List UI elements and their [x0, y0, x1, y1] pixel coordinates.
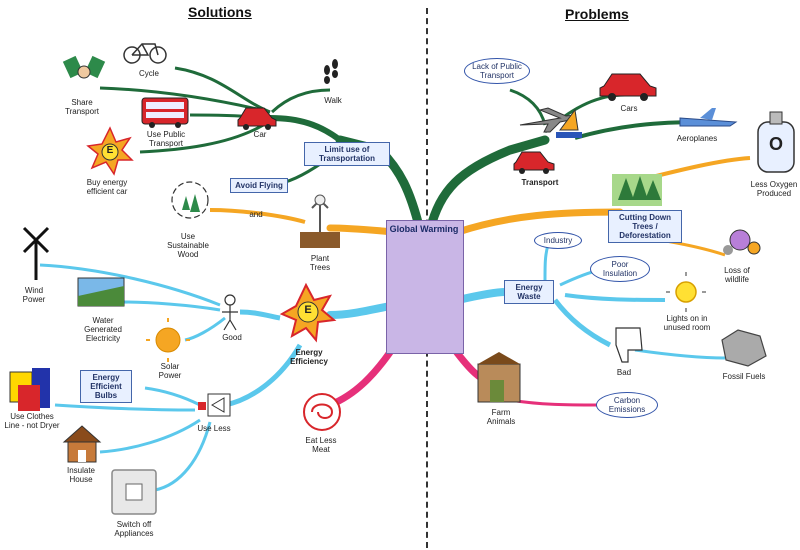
branch-fossil — [634, 348, 726, 360]
label-plant-trees: Plant Trees — [309, 254, 331, 272]
label-car: Car — [253, 130, 267, 139]
transport-car-icon — [513, 151, 555, 174]
label-farm-animals: Farm Animals — [486, 408, 516, 426]
label-wind-power: Wind Power — [22, 286, 46, 304]
label-aeroplanes: Aeroplanes — [676, 134, 718, 143]
branch-cycle — [174, 66, 271, 114]
house-icon — [62, 425, 102, 463]
label-use-less: Use Less — [197, 424, 231, 433]
aeroplane-icon — [679, 108, 738, 127]
label-buy-energy-efficient-car: Buy energy efficient car — [86, 178, 128, 196]
branch-water — [119, 300, 221, 312]
wind-turbine-icon — [22, 226, 50, 280]
label-transport: Transport — [521, 178, 559, 187]
box-cutting-down-trees: Cutting Down Trees / Deforestation — [608, 210, 682, 243]
light-switch-icon — [111, 469, 157, 515]
branch-wind — [39, 263, 221, 307]
energy-efficiency-burst-icon — [279, 282, 337, 343]
label-lights-on-unused-room: Lights on in unused room — [663, 314, 711, 332]
coal-rock-icon — [721, 329, 767, 367]
label-switch-off-appliances: Switch off Appliances — [114, 520, 154, 538]
branch-eat-less-meat — [326, 341, 399, 409]
central-node-title: Global Warming — [389, 224, 459, 234]
solutions-heading: Solutions — [188, 4, 252, 20]
label-cars: Cars — [620, 104, 638, 113]
plane-boat-icon — [519, 107, 582, 138]
label-loss-of-wildlife: Loss of wildlife — [724, 266, 750, 284]
label-insulate-house: Insulate House — [66, 466, 96, 484]
label-cycle: Cycle — [138, 69, 159, 78]
oval-carbon-emissions: Carbon Emissions — [596, 392, 658, 418]
branch-transport — [425, 135, 550, 235]
branch-bad — [553, 298, 612, 348]
bicycle-icon — [123, 43, 167, 64]
label-eat-less-meat: Eat Less Meat — [305, 436, 337, 454]
forest-icon — [612, 174, 662, 206]
animal-icon — [723, 229, 761, 255]
dam-icon — [77, 277, 125, 307]
branch-energy-waste — [454, 288, 509, 304]
red-car-icon — [599, 73, 657, 101]
plug-icon — [198, 393, 231, 417]
clothes-icon — [9, 368, 50, 411]
branch-clothes — [54, 403, 196, 412]
label-use-clothes-line: Use Clothes Line - not Dryer — [4, 412, 60, 430]
thumbs-up-person-icon — [222, 294, 238, 331]
label-share-transport: Share Transport — [65, 98, 99, 116]
box-avoid-flying: Avoid Flying — [230, 178, 288, 193]
label-good: Good — [222, 333, 242, 342]
label-bad: Bad — [616, 368, 632, 377]
label-less-oxygen-produced: Less Oxygen Produced — [750, 180, 798, 198]
lightbulb-icon — [666, 272, 706, 312]
branch-good — [239, 309, 281, 321]
thumbs-down-icon — [615, 327, 643, 363]
problems-heading: Problems — [565, 6, 629, 22]
label-use-sustainable-wood: Use Sustainable Wood — [167, 232, 209, 259]
oval-lack-public-transport: Lack of Public Transport — [464, 58, 530, 84]
branch-energy-car — [139, 122, 266, 154]
central-node — [386, 220, 464, 354]
label-fossil-fuels: Fossil Fuels — [722, 372, 766, 381]
branch-use-less — [224, 343, 303, 408]
branch-deforestation — [454, 208, 624, 236]
oval-poor-insulation: Poor Insulation — [590, 256, 650, 282]
label-solar-power: Solar Power — [158, 362, 182, 380]
handshake-icon — [62, 55, 106, 79]
footprints-icon — [324, 59, 338, 84]
box-limit-transportation: Limit use of Transportation — [304, 142, 390, 166]
label-walk: Walk — [324, 96, 342, 105]
sun-icon — [146, 318, 190, 362]
oxygen-symbol: O — [768, 134, 783, 154]
branch-sustainable-wood — [209, 208, 306, 224]
label-use-public-transport: Use Public Transport — [146, 130, 186, 148]
oval-industry: Industry — [534, 232, 582, 249]
car-icon — [237, 107, 277, 130]
energy-badge-small: E — [106, 145, 114, 156]
branch-bulbs — [144, 386, 201, 407]
energy-burst-icon — [86, 126, 134, 176]
label-water-generated-electricity: Water Generated Electricity — [84, 316, 122, 343]
oxygen-tank-icon — [757, 111, 795, 173]
branch-lack-public — [509, 88, 547, 126]
box-energy-efficient-bulbs: Energy Efficient Bulbs — [80, 370, 132, 403]
branch-walk — [270, 88, 331, 114]
branch-carbon — [509, 398, 599, 407]
recycle-trees-icon — [171, 181, 209, 219]
branch-lights — [564, 293, 666, 302]
label-energy-efficiency: Energy Efficiency — [290, 348, 328, 366]
box-energy-waste: Energy Waste — [504, 280, 554, 304]
barn-icon — [477, 352, 521, 403]
bus-icon — [141, 97, 189, 128]
plant-trees-icon — [300, 194, 340, 248]
branch-industry — [543, 244, 550, 281]
branch-insulate — [99, 418, 201, 454]
energy-badge-large: E — [304, 304, 312, 316]
meat-icon — [303, 393, 341, 431]
branch-car — [267, 115, 343, 143]
branch-switch-off — [154, 421, 212, 492]
label-and: and — [249, 210, 263, 219]
